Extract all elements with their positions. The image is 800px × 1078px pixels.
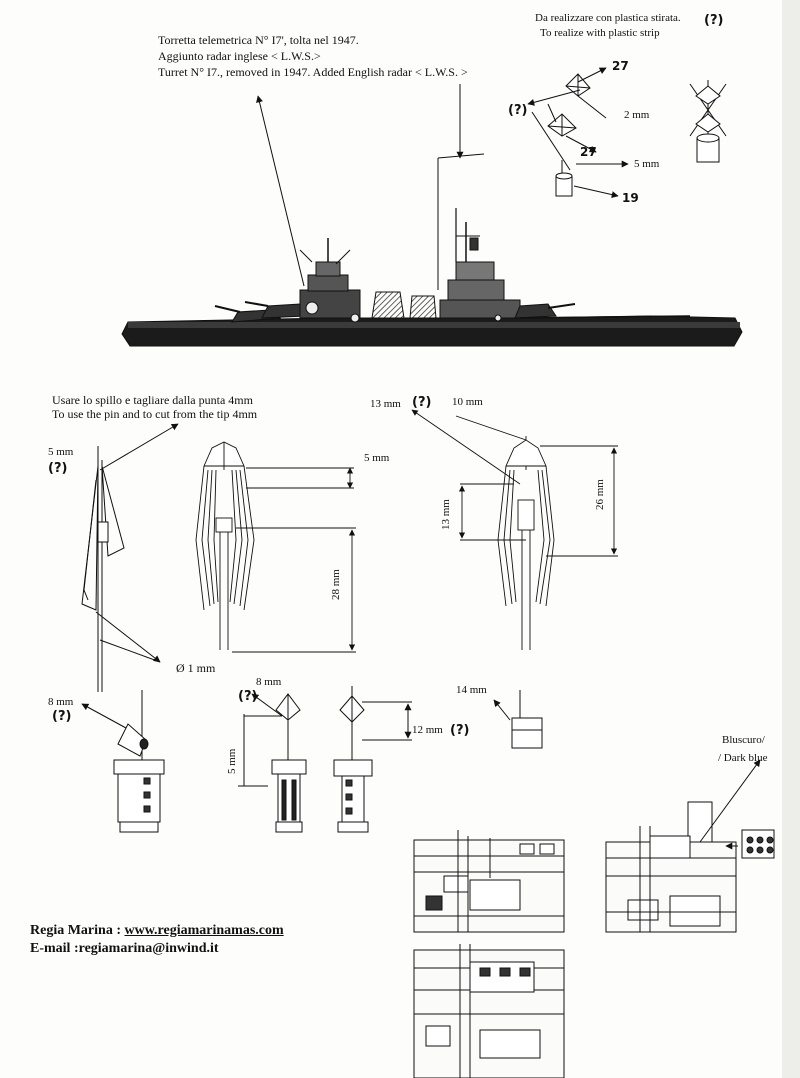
footer-email: E-mail :regiamarina@inwind.it: [30, 941, 219, 956]
tower-b: [238, 693, 307, 833]
dim-5mm-side: 5 mm: [364, 452, 390, 464]
footer-site-label: Regia Marina :: [30, 923, 125, 938]
dim-26mm: 26 mm: [594, 479, 606, 510]
funnel-detail: [605, 759, 775, 933]
radar-detail: [689, 80, 727, 163]
mast-side-view: [81, 423, 179, 692]
dim-14mm: 14 mm: [456, 684, 487, 696]
dim-5mm-low: 5 mm: [226, 748, 238, 774]
dim-12mm: 12 mm: [412, 724, 443, 736]
footer-website: Regia Marina : www.regiamarinamas.com: [30, 922, 284, 939]
question-marker-mast: (?): [48, 461, 68, 476]
note-color-italian: Bluscuro/: [722, 734, 765, 746]
dim-28mm: 28 mm: [330, 569, 342, 600]
radar-assembly: [527, 67, 629, 199]
tower-c: [333, 686, 412, 833]
question-marker-13mm: (?): [412, 395, 432, 410]
dim-5mm-mast: 5 mm: [48, 446, 74, 458]
dim-8mm-a: 8 mm: [48, 696, 74, 708]
dim-diameter-1mm: Ø 1 mm: [176, 661, 216, 675]
note-color-english: / Dark blue: [718, 752, 768, 764]
page-edge-shadow: [782, 0, 800, 1078]
question-marker-8mm-b: (?): [238, 689, 258, 704]
note-pin-italian: Usare lo spillo e tagliare dalla punta 4…: [52, 393, 253, 407]
dim-10mm: 10 mm: [452, 396, 483, 408]
note-plastic-italian: Da realizzare con plastica stirata.: [535, 12, 681, 24]
note-turret-italian-2: Aggiunto radar inglese < L.W.S.>: [158, 49, 321, 63]
antenna-box: [493, 690, 543, 749]
part-number-27a: 27: [612, 59, 629, 73]
mast-dimension-view: [411, 409, 618, 650]
note-turret-english: Turret N° I7., removed in 1947. Added En…: [158, 65, 468, 79]
website-link[interactable]: www.regiamarinamas.com: [124, 923, 284, 938]
dim-8mm-b: 8 mm: [256, 676, 282, 688]
question-marker-12mm: (?): [450, 723, 470, 738]
dim-5mm-radar: 5 mm: [634, 158, 660, 170]
dim-13mm-label: 13 mm: [370, 398, 401, 410]
question-marker-radar: (?): [508, 103, 528, 118]
note-plastic-english: To realize with plastic strip: [540, 27, 660, 39]
battleship-profile: [121, 208, 743, 347]
question-marker-plastic: (?): [704, 13, 724, 28]
dim-2mm: 2 mm: [624, 109, 650, 121]
note-pin-english: To use the pin and to cut from the tip 4…: [52, 407, 258, 421]
tower-a: [81, 690, 165, 833]
bridge-detail-lower: [413, 944, 565, 1078]
bridge-detail-upper: [413, 830, 565, 933]
part-number-27b: 27: [580, 145, 597, 159]
part-number-19: 19: [622, 191, 639, 205]
dim-13mm-vertical: 13 mm: [440, 499, 452, 530]
mast-front-view: [195, 441, 356, 653]
note-turret-italian-1: Torretta telemetrica N° I7', tolta nel 1…: [158, 33, 359, 47]
question-marker-8mm-a: (?): [52, 709, 72, 724]
